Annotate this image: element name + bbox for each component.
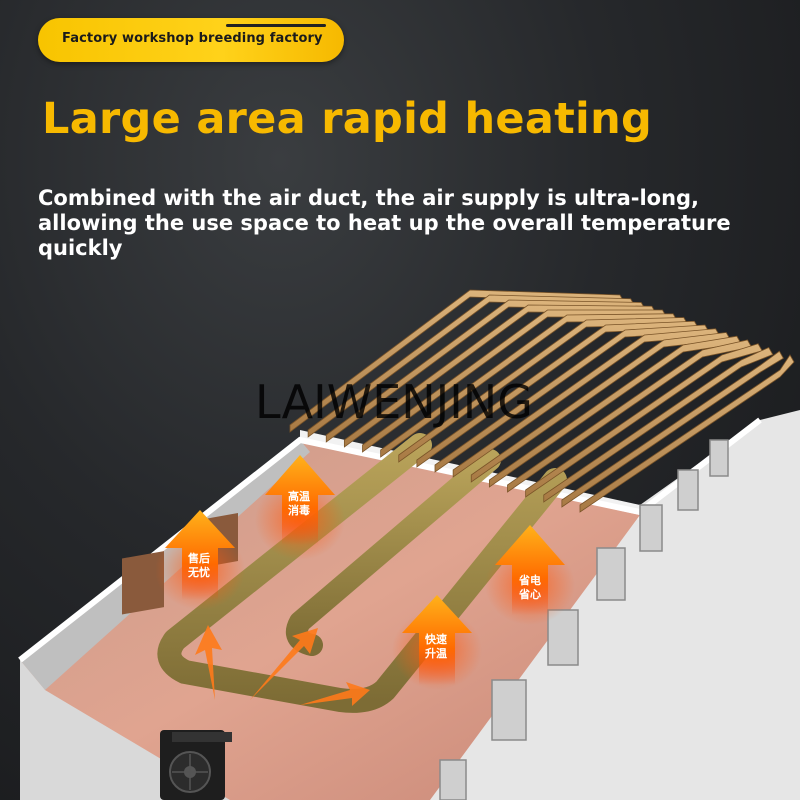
roof-beam [579, 354, 795, 513]
roof-beams [289, 289, 795, 513]
airflow-arrow-icon [195, 625, 370, 706]
heat-arrow-icon [265, 455, 335, 545]
heater-unit [160, 730, 232, 800]
badge-fast-heating: 快速升温 [425, 633, 447, 660]
heat-arrow-icon [495, 525, 565, 615]
roof-beam [543, 346, 774, 503]
badge-high-temp-disinfect: 高温消毒 [288, 490, 310, 517]
badge-after-sales: 售后无忧 [188, 552, 210, 579]
heat-arrow-icon [165, 510, 235, 600]
roof-beam [561, 350, 784, 508]
louver-windows [439, 439, 729, 800]
wall-window [122, 551, 164, 615]
watermark: LAIWENJING [255, 375, 533, 429]
category-label: Factory workshop breeding factory [62, 31, 323, 46]
description: Combined with the air duct, the air supp… [38, 186, 731, 260]
heat-arrow-icon [402, 595, 472, 685]
front-wall [20, 660, 230, 800]
pill-decor-line [226, 24, 326, 27]
badge-power-saving: 省电省心 [519, 574, 541, 601]
headline: Large area rapid heating [42, 94, 653, 144]
floor [20, 440, 640, 800]
